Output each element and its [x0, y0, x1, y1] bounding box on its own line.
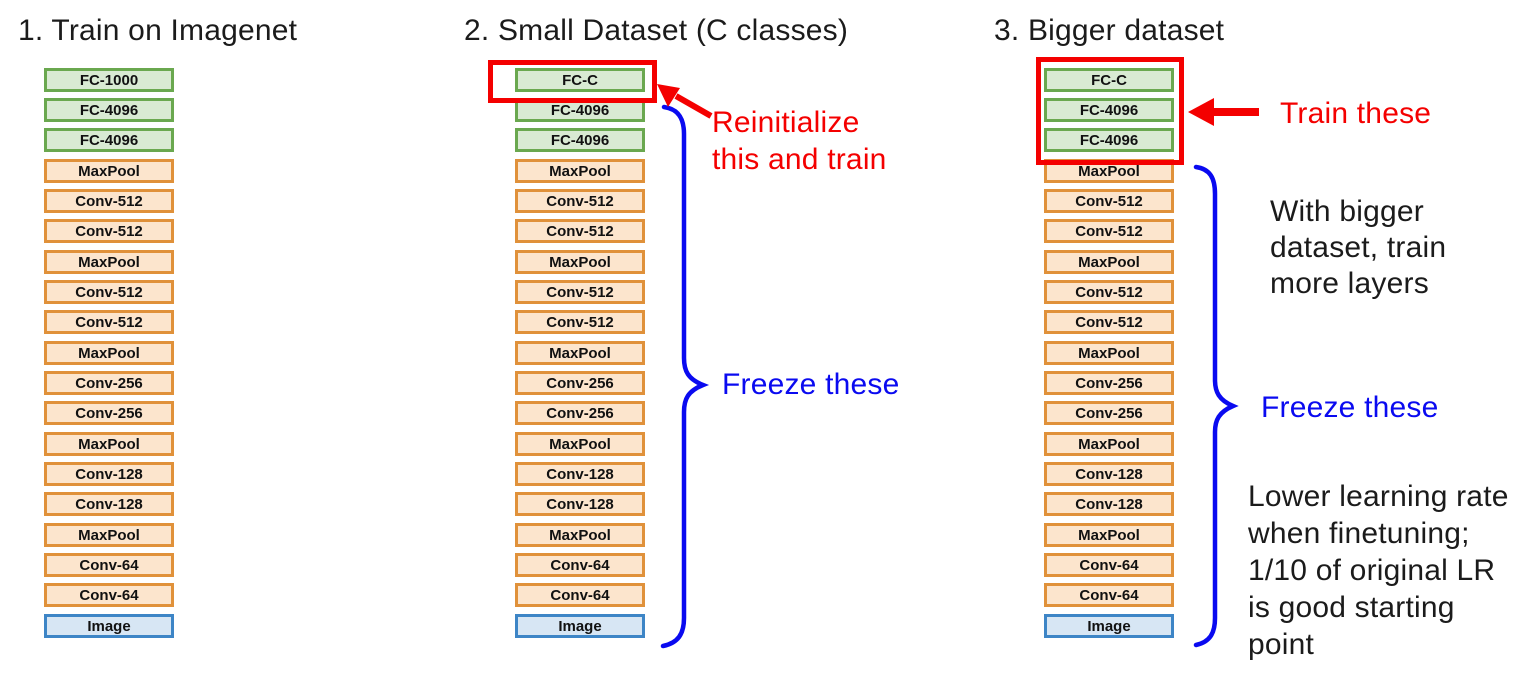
layer-box-conv-128: Conv-128 — [44, 492, 174, 516]
reinitialize-note: Reinitialize this and train — [712, 106, 887, 176]
layer-box-maxpool: MaxPool — [1044, 341, 1174, 365]
layer-box-conv-64: Conv-64 — [44, 583, 174, 607]
reinitialize-highlight-box — [488, 60, 657, 103]
column3-title: 3. Bigger dataset — [994, 14, 1225, 47]
layer-group: Image — [515, 614, 645, 638]
layer-box-maxpool: MaxPool — [1044, 432, 1174, 456]
lower-learning-rate-note: Lower learning rate when finetuning; 1/1… — [1248, 480, 1509, 661]
layer-box-conv-512: Conv-512 — [44, 189, 174, 213]
layer-box-fc-c: FC-C — [515, 68, 645, 92]
layer-box-maxpool: MaxPool — [44, 523, 174, 547]
layer-box-maxpool: MaxPool — [44, 432, 174, 456]
layer-box-image: Image — [1044, 614, 1174, 638]
layer-box-maxpool: MaxPool — [44, 341, 174, 365]
layer-box-image: Image — [515, 614, 645, 638]
layer-box-maxpool: MaxPool — [44, 250, 174, 274]
layer-box-conv-512: Conv-512 — [1044, 189, 1174, 213]
layer-box-maxpool: MaxPool — [515, 432, 645, 456]
layer-box-maxpool: MaxPool — [515, 250, 645, 274]
layer-box-maxpool: MaxPool — [1044, 523, 1174, 547]
layer-box-conv-64: Conv-64 — [515, 583, 645, 607]
layer-box-conv-512: Conv-512 — [1044, 310, 1174, 334]
layer-box-maxpool: MaxPool — [1044, 250, 1174, 274]
layer-box-conv-256: Conv-256 — [515, 401, 645, 425]
layer-box-conv-512: Conv-512 — [515, 280, 645, 304]
layer-box-conv-128: Conv-128 — [44, 462, 174, 486]
layer-box-conv-512: Conv-512 — [515, 189, 645, 213]
layer-box-conv-128: Conv-128 — [515, 492, 645, 516]
layer-group: Image — [44, 614, 174, 638]
train-these-highlight-box — [1036, 57, 1184, 165]
layer-box-fc-4096: FC-4096 — [1044, 128, 1174, 152]
layer-box-fc-1000: FC-1000 — [44, 68, 174, 92]
layer-box-conv-512: Conv-512 — [44, 310, 174, 334]
layer-box-fc-c: FC-C — [1044, 68, 1174, 92]
layer-box-conv-512: Conv-512 — [1044, 280, 1174, 304]
freeze-brace-bigger-dataset — [1193, 164, 1239, 648]
layer-box-conv-512: Conv-512 — [1044, 219, 1174, 243]
layer-box-maxpool: MaxPool — [515, 523, 645, 547]
layer-box-maxpool: MaxPool — [515, 341, 645, 365]
layer-box-conv-64: Conv-64 — [44, 553, 174, 577]
layer-box-conv-512: Conv-512 — [44, 219, 174, 243]
layer-box-conv-256: Conv-256 — [44, 371, 174, 395]
layer-box-conv-128: Conv-128 — [1044, 462, 1174, 486]
layer-box-conv-64: Conv-64 — [1044, 553, 1174, 577]
column2-title: 2. Small Dataset (C classes) — [464, 14, 849, 47]
layer-box-conv-64: Conv-64 — [1044, 583, 1174, 607]
reinitialize-arrow-icon — [657, 84, 713, 119]
layer-box-conv-512: Conv-512 — [44, 280, 174, 304]
layer-box-maxpool: MaxPool — [515, 159, 645, 183]
layer-box-conv-256: Conv-256 — [515, 371, 645, 395]
layer-box-fc-4096: FC-4096 — [515, 128, 645, 152]
train-these-arrow-icon — [1188, 98, 1259, 126]
train-these-note: Train these — [1280, 97, 1432, 130]
layer-box-maxpool: MaxPool — [44, 159, 174, 183]
with-bigger-dataset-note: With bigger dataset, train more layers — [1270, 195, 1447, 300]
column1-title: 1. Train on Imagenet — [18, 14, 298, 47]
layer-box-conv-256: Conv-256 — [1044, 371, 1174, 395]
layer-box-image: Image — [44, 614, 174, 638]
layer-box-conv-512: Conv-512 — [515, 310, 645, 334]
layer-box-conv-128: Conv-128 — [515, 462, 645, 486]
layer-box-conv-256: Conv-256 — [1044, 401, 1174, 425]
layer-box-conv-64: Conv-64 — [515, 553, 645, 577]
freeze-these-note-small: Freeze these — [722, 368, 900, 401]
freeze-these-note-big: Freeze these — [1261, 391, 1439, 424]
freeze-brace-small-dataset — [660, 104, 710, 649]
layer-box-fc-4096: FC-4096 — [44, 98, 174, 122]
layer-box-conv-512: Conv-512 — [515, 219, 645, 243]
layer-box-conv-256: Conv-256 — [44, 401, 174, 425]
layer-box-fc-4096: FC-4096 — [44, 128, 174, 152]
layer-group: Image — [1044, 614, 1174, 638]
layer-box-conv-128: Conv-128 — [1044, 492, 1174, 516]
layer-box-fc-4096: FC-4096 — [1044, 98, 1174, 122]
